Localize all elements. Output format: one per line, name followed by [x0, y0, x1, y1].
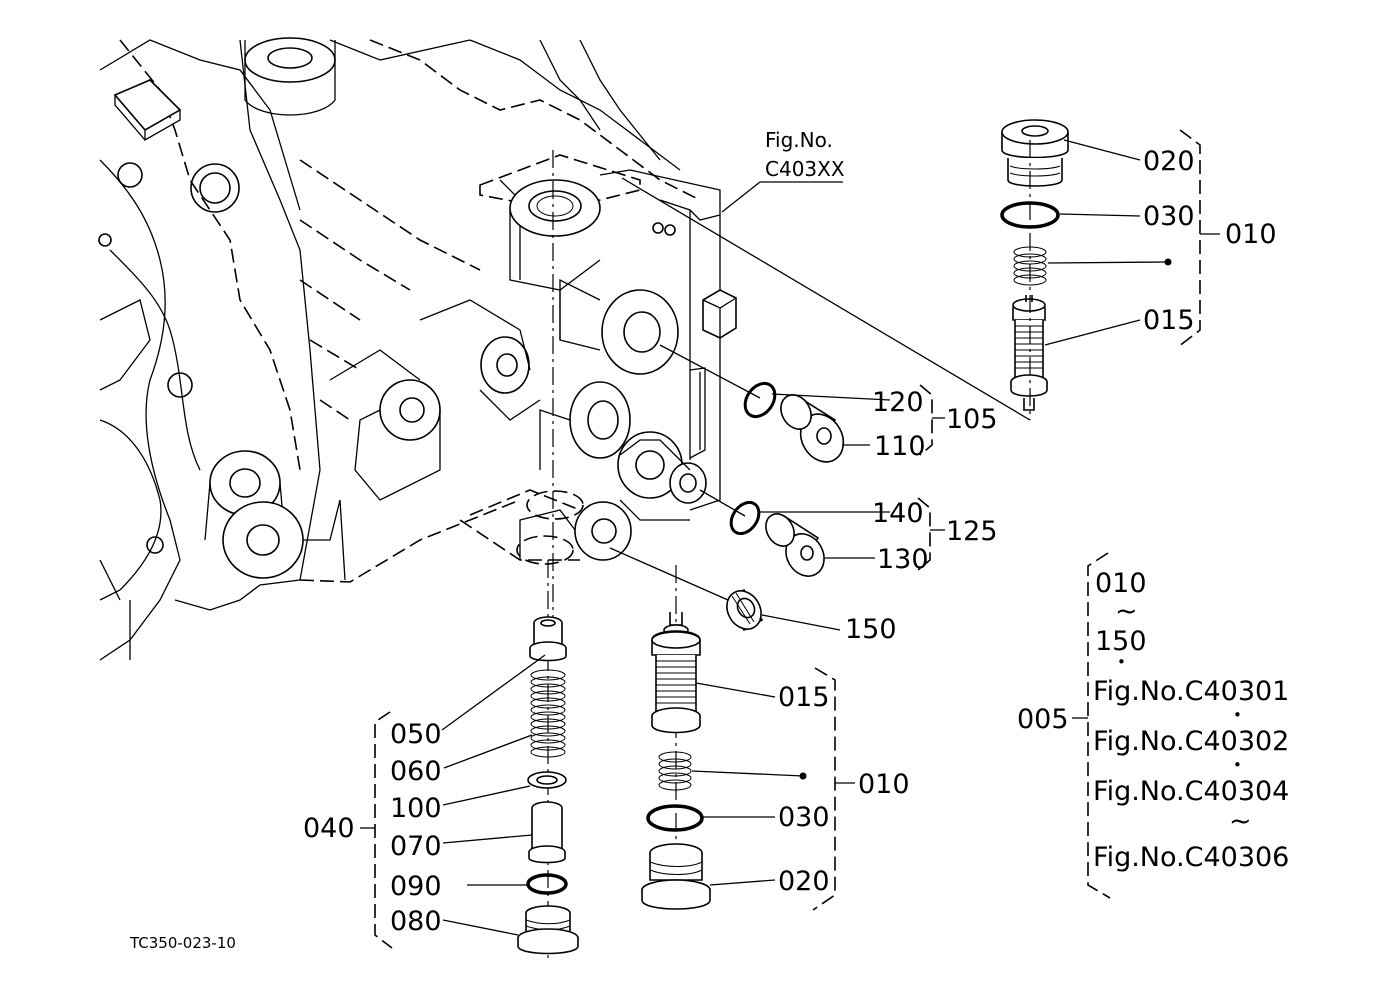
fig-ref-number: C403XX — [765, 157, 845, 181]
transmission-housing — [98, 37, 701, 661]
callout-010-bottom: 010 — [858, 769, 910, 800]
callout-100: 100 — [390, 793, 442, 824]
bottom-valve-assembly: 015 010 030 020 — [641, 565, 910, 911]
callout-080: 080 — [390, 906, 442, 937]
legend-dot-3: • — [1233, 756, 1242, 774]
relief-valve-assembly: 050 060 100 040 070 090 080 — [303, 560, 579, 960]
top-valve-assembly: 020 030 010 015 — [621, 119, 1277, 421]
legend-dot-1: • — [1117, 653, 1126, 671]
legend-range-start: 010 — [1095, 568, 1147, 599]
legend-dot-2: • — [1233, 706, 1242, 724]
callout-030-top: 030 — [1143, 201, 1195, 232]
callout-090: 090 — [390, 871, 442, 902]
plug-assemblies: 120 110 105 140 130 125 150 — [609, 344, 998, 645]
callout-050: 050 — [390, 719, 442, 750]
legend-range-end: 150 — [1095, 626, 1147, 657]
callout-015-top: 015 — [1143, 305, 1195, 336]
legend-ref-4: Fig.No.C40306 — [1093, 842, 1289, 873]
legend-ref-3: Fig.No.C40304 — [1093, 776, 1289, 807]
callout-150: 150 — [845, 614, 897, 645]
legend-tilde-2: ~ — [1229, 806, 1252, 837]
drawing-code: TC350-023-10 — [129, 934, 236, 952]
legend-ref-2: Fig.No.C40302 — [1093, 726, 1289, 757]
callout-060: 060 — [390, 756, 442, 787]
callout-120: 120 — [872, 387, 924, 418]
valve-body — [459, 150, 737, 620]
callout-015-bottom: 015 — [778, 682, 830, 713]
callout-040: 040 — [303, 813, 355, 844]
callout-070: 070 — [390, 831, 442, 862]
legend-group-005: 005 — [1017, 704, 1069, 735]
legend-ref-1: Fig.No.C40301 — [1093, 676, 1289, 707]
figure-reference: Fig.No. C403XX — [721, 128, 845, 213]
callout-020-top: 020 — [1143, 146, 1195, 177]
callout-030-bottom: 030 — [778, 802, 830, 833]
callout-020-bottom: 020 — [778, 866, 830, 897]
fig-ref-label: Fig.No. — [765, 128, 833, 152]
assembly-legend: 005 010 ~ 150 • Fig.No.C40301 • Fig.No.C… — [1017, 552, 1289, 899]
callout-110: 110 — [874, 431, 926, 462]
callout-010-top: 010 — [1225, 219, 1277, 250]
callout-105: 105 — [946, 404, 998, 435]
callout-130: 130 — [877, 544, 929, 575]
legend-tilde-1: ~ — [1115, 596, 1138, 627]
callout-140: 140 — [872, 498, 924, 529]
callout-125: 125 — [946, 516, 998, 547]
